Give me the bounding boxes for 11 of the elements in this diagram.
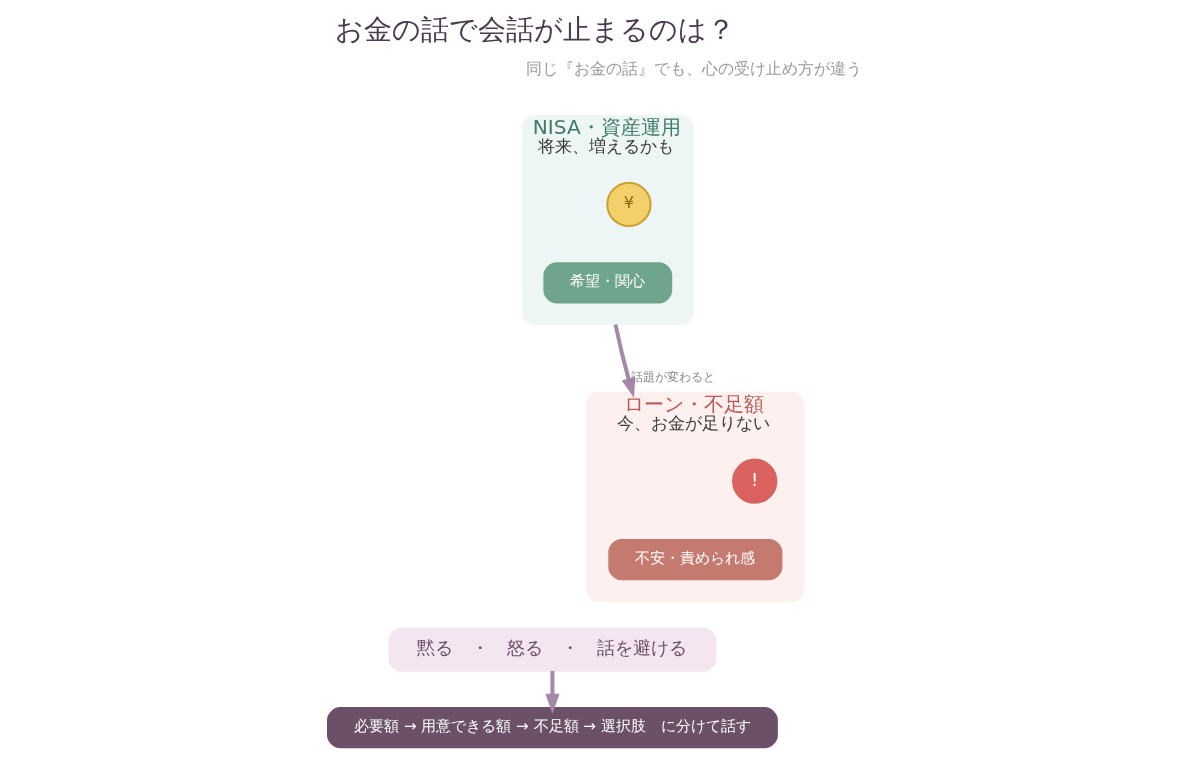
diagram-title: お金の話で会話が止まるのは？ bbox=[334, 13, 735, 47]
edge-label: 話題が変わると bbox=[630, 369, 715, 384]
node-box: 黙る ・ 怒る ・ 話を避ける bbox=[387, 627, 716, 672]
node-circle: ! bbox=[731, 458, 777, 504]
arrow bbox=[613, 324, 635, 398]
node-box: 希望・関心 bbox=[542, 262, 672, 304]
node-box: 必要額 → 用意できる額 → 不足額 → 選択肢 に分けて話す bbox=[326, 707, 778, 749]
arrow bbox=[544, 671, 559, 714]
label: 同じ『お金の話』でも、心の受け止め方が違う bbox=[525, 58, 862, 78]
node-circle: ¥ bbox=[605, 181, 652, 228]
node-box: 不安・責められ感 bbox=[607, 539, 782, 581]
